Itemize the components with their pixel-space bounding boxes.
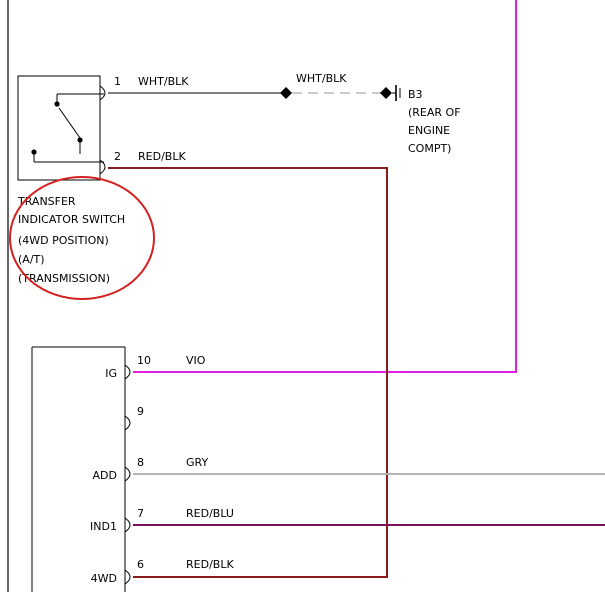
terminal-arc xyxy=(124,415,131,431)
pin-name: IG xyxy=(105,367,117,380)
ground-symbol-icon xyxy=(392,85,401,101)
pin-name: 4WD xyxy=(91,572,117,585)
pin-wire: GRY xyxy=(186,456,208,469)
switch-pin2-wire: RED/BLK xyxy=(138,150,186,163)
pin-wire: RED/BLU xyxy=(186,507,234,520)
ground-id: B3 xyxy=(408,88,423,101)
pin-wire: RED/BLK xyxy=(186,558,234,571)
ground-wire-label: WHT/BLK xyxy=(296,72,347,85)
terminal-arc-pin2 xyxy=(99,159,106,175)
switch-box xyxy=(17,75,101,181)
switch-name-line-5: (TRANSMISSION) xyxy=(18,272,110,285)
terminal-arc xyxy=(124,364,131,380)
pin-number: 8 xyxy=(137,456,144,469)
ecu-connector-block xyxy=(31,346,126,592)
wire-splice-right xyxy=(380,87,392,99)
pin-number: 6 xyxy=(137,558,144,571)
wire-splice-left xyxy=(280,87,292,99)
annotation-circle xyxy=(9,176,155,300)
terminal-arc xyxy=(124,569,131,585)
ground-location-line-1: (REAR OF xyxy=(408,106,461,119)
switch-name-line-3: (4WD POSITION) xyxy=(18,234,109,247)
connector-pin-9: 9 xyxy=(124,405,144,431)
switch-name-line-2: INDICATOR SWITCH xyxy=(18,213,125,226)
connector-pin-ind1: IND1 7 RED/BLU xyxy=(90,507,234,533)
pin-name: IND1 xyxy=(90,520,117,533)
pin-number: 10 xyxy=(137,354,151,367)
switch-pin2-number: 2 xyxy=(114,150,121,163)
pin-number: 7 xyxy=(137,507,144,520)
connector-pin-ig: IG 10 VIO xyxy=(105,354,206,380)
pin-name: ADD xyxy=(93,469,117,482)
wire-vio xyxy=(133,0,517,373)
terminal-arc-pin1 xyxy=(99,85,106,101)
switch-name-line-4: (A/T) xyxy=(18,253,45,266)
transfer-indicator-switch xyxy=(17,75,106,181)
switch-pin1-wire: WHT/BLK xyxy=(138,75,189,88)
connector-pin-4wd: 4WD 6 RED/BLK xyxy=(91,558,235,585)
switch-blade xyxy=(58,107,81,139)
terminal-arc xyxy=(124,517,131,533)
ground-location-line-3: COMPT) xyxy=(408,142,451,155)
pin-number: 9 xyxy=(137,405,144,418)
ground-location-line-2: ENGINE xyxy=(408,124,450,137)
switch-name-line-1: TRANSFER xyxy=(17,195,76,208)
pin-wire: VIO xyxy=(186,354,206,367)
switch-pin1-number: 1 xyxy=(114,75,121,88)
connector-pin-add: ADD 8 GRY xyxy=(93,456,209,482)
wire-red-blk xyxy=(108,167,388,578)
terminal-arc xyxy=(124,466,131,482)
